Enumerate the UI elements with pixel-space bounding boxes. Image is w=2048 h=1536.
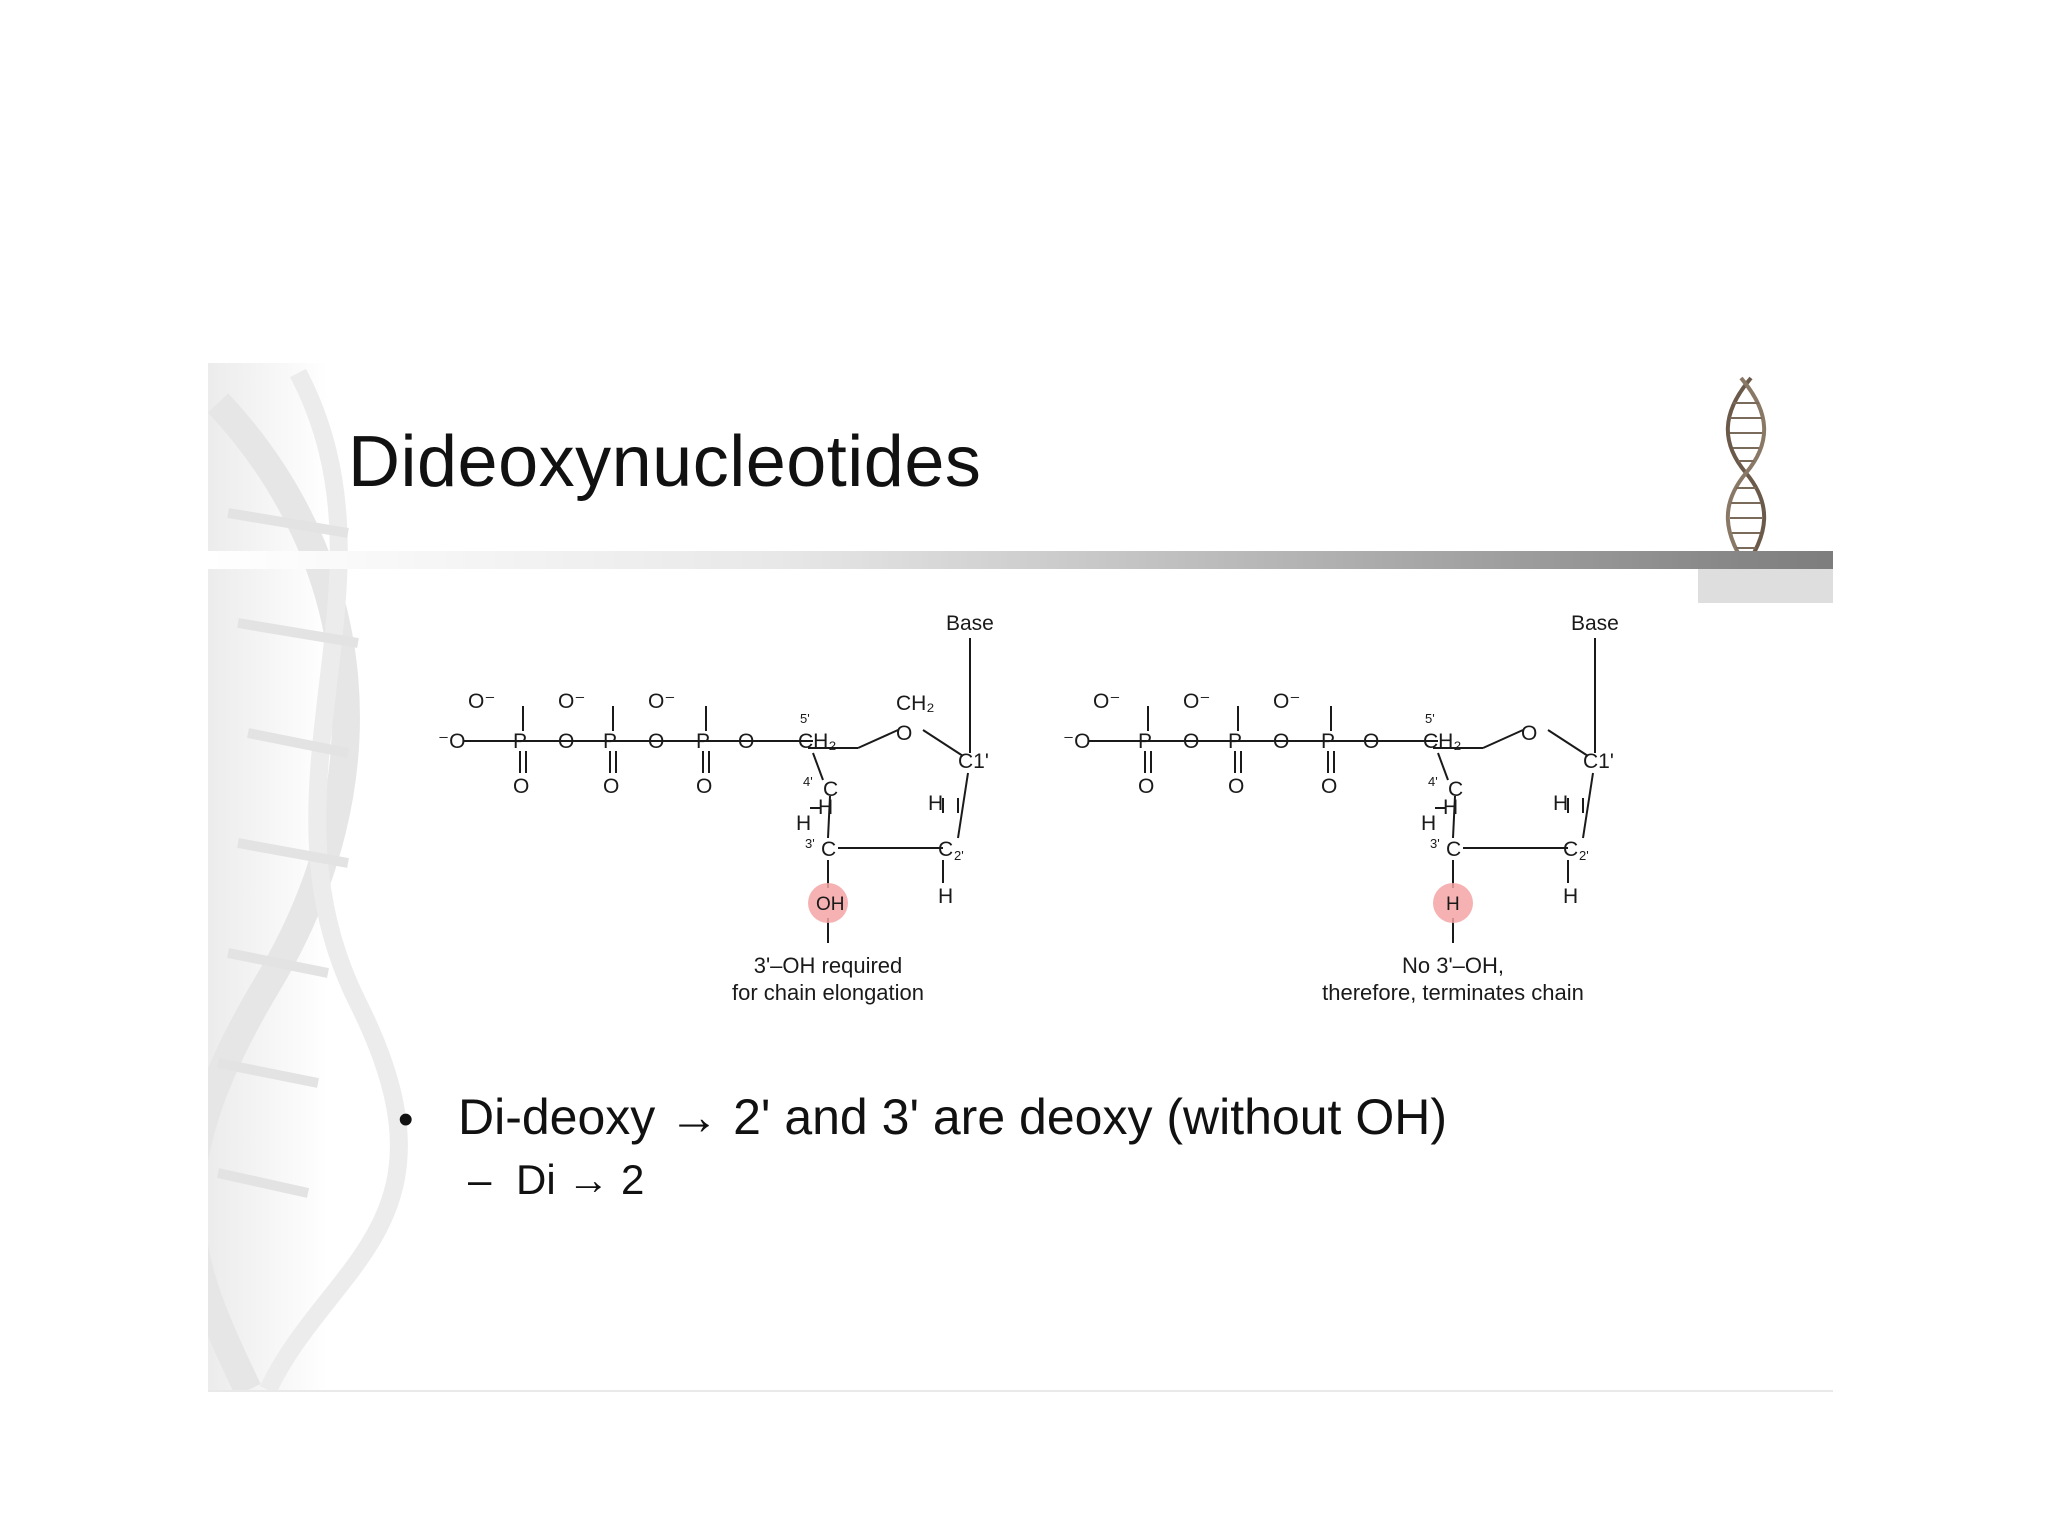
left-oh-label: OH bbox=[816, 894, 845, 915]
left-ring-oxygen: O bbox=[896, 722, 912, 745]
right-p-1: P bbox=[1138, 730, 1152, 753]
left-h-2: H bbox=[938, 885, 953, 908]
left-o-double-3: O bbox=[696, 775, 712, 798]
left-o-double-1: O bbox=[513, 775, 529, 798]
right-c3: C bbox=[1446, 838, 1461, 861]
right-o-double-3: O bbox=[1321, 775, 1337, 798]
sub-bullet-item: – Di → 2 bbox=[468, 1156, 1758, 1204]
left-o-1: O bbox=[558, 730, 574, 753]
bullet-item: • Di-deoxy → 2' and 3' are deoxy (withou… bbox=[398, 1088, 1758, 1146]
left-h-1: H bbox=[928, 792, 943, 815]
right-o-2: O bbox=[1273, 730, 1289, 753]
right-p-2: P bbox=[1228, 730, 1242, 753]
sub-bullet-marker: – bbox=[468, 1156, 492, 1203]
left-5-prime: 5' bbox=[800, 711, 810, 726]
left-phosphate-o-minus-2: O⁻ bbox=[558, 690, 585, 713]
left-c3: C bbox=[821, 838, 836, 861]
oh-highlight-circle bbox=[808, 883, 848, 923]
right-p-3: P bbox=[1321, 730, 1335, 753]
right-c2: C bbox=[1563, 838, 1578, 861]
bullet-marker: • bbox=[398, 1095, 414, 1144]
left-4-prime: 4' bbox=[803, 774, 813, 789]
left-phosphate-o-minus-3: O⁻ bbox=[648, 690, 675, 713]
left-o-2: O bbox=[648, 730, 664, 753]
left-o-minus-terminal: ⁻O bbox=[438, 730, 465, 753]
left-p-1: P bbox=[513, 730, 527, 753]
left-p-2: P bbox=[603, 730, 617, 753]
right-3-prime: 3' bbox=[1430, 836, 1440, 851]
right-caption-line2: therefore, terminates chain bbox=[1322, 980, 1584, 1005]
left-o-3: O bbox=[738, 730, 754, 753]
nucleotide-structure-diagram: Base O⁻ O⁻ O⁻ ⁻O P O P O P O O O O CH₂ C… bbox=[438, 612, 1618, 1005]
left-ch2: CH₂ bbox=[798, 730, 836, 753]
left-ch2-top: CH₂ bbox=[896, 692, 934, 715]
left-c2: C bbox=[938, 838, 953, 861]
right-4-prime: 4' bbox=[1428, 774, 1438, 789]
bullet-list: • Di-deoxy → 2' and 3' are deoxy (withou… bbox=[398, 1088, 1758, 1204]
left-c1: C1' bbox=[958, 750, 989, 773]
h-highlight-circle bbox=[1433, 883, 1473, 923]
left-p-3: P bbox=[696, 730, 710, 753]
left-h-4b: H bbox=[796, 812, 811, 835]
right-phosphate-o-minus-3: O⁻ bbox=[1273, 690, 1300, 713]
left-phosphate-o-minus: O⁻ bbox=[468, 690, 495, 713]
right-h-label: H bbox=[1446, 894, 1460, 915]
right-phosphate-o-minus: O⁻ bbox=[1093, 690, 1120, 713]
left-3-prime: 3' bbox=[805, 836, 815, 851]
right-5-prime: 5' bbox=[1425, 711, 1435, 726]
slide-title: Dideoxynucleotides bbox=[348, 422, 982, 502]
right-o-minus-terminal: ⁻O bbox=[1063, 730, 1090, 753]
sub-bullet-text: Di → 2 bbox=[516, 1156, 645, 1203]
right-h-1: H bbox=[1553, 792, 1568, 815]
bullet-text: Di-deoxy → 2' and 3' are deoxy (without … bbox=[458, 1089, 1447, 1145]
right-h-4: H bbox=[1443, 796, 1458, 819]
left-base-label: Base bbox=[946, 612, 994, 635]
right-ring-oxygen: O bbox=[1521, 722, 1537, 745]
left-c4: C bbox=[823, 778, 838, 801]
left-caption-line2: for chain elongation bbox=[732, 980, 924, 1005]
dideoxynucleotide-structure bbox=[1088, 638, 1596, 943]
left-h-4: H bbox=[818, 796, 833, 819]
left-2-prime: 2' bbox=[954, 848, 964, 863]
title-divider bbox=[208, 551, 1833, 603]
right-c4: C bbox=[1448, 778, 1463, 801]
left-caption-line1: 3'–OH required bbox=[754, 953, 903, 978]
left-o-double-2: O bbox=[603, 775, 619, 798]
right-o-1: O bbox=[1183, 730, 1199, 753]
right-o-3: O bbox=[1363, 730, 1379, 753]
right-ch2: CH₂ bbox=[1423, 730, 1461, 753]
right-h-2: H bbox=[1563, 885, 1578, 908]
right-c1: C1' bbox=[1583, 750, 1614, 773]
slide: Dideoxynucleotides bbox=[208, 363, 1833, 1392]
right-o-double-2: O bbox=[1228, 775, 1244, 798]
right-h-4b: H bbox=[1421, 812, 1436, 835]
deoxynucleotide-structure bbox=[463, 638, 971, 943]
right-base-label: Base bbox=[1571, 612, 1618, 635]
right-o-double-1: O bbox=[1138, 775, 1154, 798]
right-caption-line1: No 3'–OH, bbox=[1402, 953, 1504, 978]
right-2-prime: 2' bbox=[1579, 848, 1589, 863]
right-phosphate-o-minus-2: O⁻ bbox=[1183, 690, 1210, 713]
